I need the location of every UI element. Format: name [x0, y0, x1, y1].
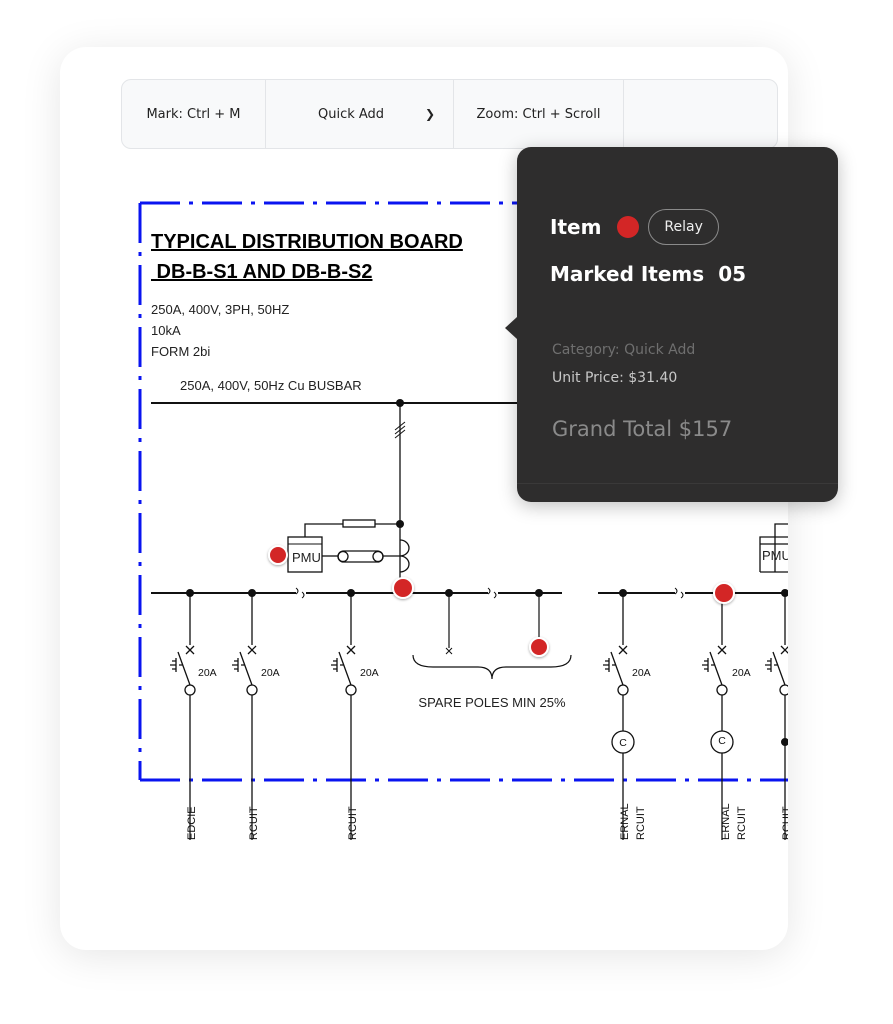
- circuit-label: RCUIT: [248, 806, 260, 840]
- marker-dot[interactable]: [392, 577, 414, 599]
- breaker-rating: 20A: [198, 667, 217, 679]
- circuit-label: RCUIT: [635, 806, 647, 840]
- marked-items-count: 05: [718, 262, 747, 286]
- item-popup: Item Relay Marked Items 05 Category: Quic…: [505, 147, 838, 502]
- marker-dot[interactable]: [529, 637, 549, 657]
- spare-poles-label: SPARE POLES MIN 25%: [418, 695, 566, 710]
- popup-arrow: [505, 317, 517, 339]
- circuit-breaker-symbol: [603, 593, 628, 840]
- circuit-label: RCUIT: [736, 806, 748, 840]
- drawing-border: [138, 201, 788, 782]
- circuit-label: ERNAL: [619, 803, 631, 840]
- spec-line: 250A, 400V, 3PH, 50HZ: [151, 302, 289, 317]
- circuit-breaker-symbol: [331, 593, 356, 840]
- junction-nodes: [186, 399, 788, 746]
- unit-price-text: Unit Price: $31.40: [552, 370, 678, 386]
- contactor-symbol: [710, 730, 734, 754]
- breaker-terminal: [617, 684, 629, 696]
- zoom-shortcut[interactable]: Zoom: Ctrl + Scroll: [454, 80, 624, 148]
- marker-dot[interactable]: [713, 582, 735, 604]
- marker-dot[interactable]: [268, 545, 288, 565]
- pmu-label: PMU: [292, 550, 321, 565]
- quick-add-label: Quick Add: [318, 106, 385, 122]
- circuit-label: ERNAL: [720, 803, 732, 840]
- item-tag-relay[interactable]: Relay: [648, 209, 719, 245]
- contactor-symbol: [611, 730, 635, 754]
- zoom-shortcut-label: Zoom: Ctrl + Scroll: [476, 106, 601, 122]
- toolbar: Mark: Ctrl + M Quick Add ❯ Zoom: Ctrl + S…: [121, 79, 778, 149]
- chevron-down-icon: ❯: [424, 107, 435, 121]
- mark-shortcut-label: Mark: Ctrl + M: [146, 106, 241, 122]
- breaker-terminal: [345, 684, 357, 696]
- breakers: [170, 593, 788, 840]
- spec-line: FORM 2bi: [151, 344, 210, 359]
- popup-footer: [517, 483, 838, 502]
- mark-shortcut[interactable]: Mark: Ctrl + M: [122, 80, 266, 148]
- breaker-terminal: [246, 684, 258, 696]
- drawing-title-line1: TYPICAL DISTRIBUTION BOARD: [151, 231, 463, 253]
- circuit-breaker-symbol: [170, 593, 195, 840]
- drawing-title-line2: DB-B-S1 AND DB-B-S2: [151, 261, 372, 283]
- circuit-breaker-symbol: [765, 593, 788, 840]
- quick-add-dropdown[interactable]: Quick Add ❯: [266, 80, 454, 148]
- marked-items-label: Marked Items: [550, 262, 705, 286]
- contactor-label: C: [619, 737, 627, 749]
- circuit-label: RCUIT: [781, 806, 793, 840]
- breaker-rating: 20A: [261, 667, 280, 679]
- breaker-terminal: [716, 684, 728, 696]
- circuit-breaker-symbol: [702, 593, 727, 840]
- circuit-label: RCUIT: [347, 806, 359, 840]
- breaker-rating: 20A: [632, 667, 651, 679]
- spec-line: 10kA: [151, 323, 181, 338]
- marker-color-dot: [617, 216, 640, 238]
- contactor-label: C: [718, 735, 726, 747]
- circuit-label: EDCIE: [186, 806, 198, 840]
- busbar-label: 250A, 400V, 50Hz Cu BUSBAR: [180, 378, 362, 393]
- breaker-terminal: [184, 684, 196, 696]
- breaker-rating: 20A: [732, 667, 751, 679]
- pmu-label: PMU: [762, 548, 791, 563]
- breaker-rating: 20A: [360, 667, 379, 679]
- category-text: Category: Quick Add: [552, 342, 696, 358]
- circuit-breaker-symbol: [232, 593, 257, 840]
- breaker-terminal: [779, 684, 788, 696]
- item-label: Item: [550, 215, 602, 239]
- grand-total-text: Grand Total $157: [552, 417, 733, 441]
